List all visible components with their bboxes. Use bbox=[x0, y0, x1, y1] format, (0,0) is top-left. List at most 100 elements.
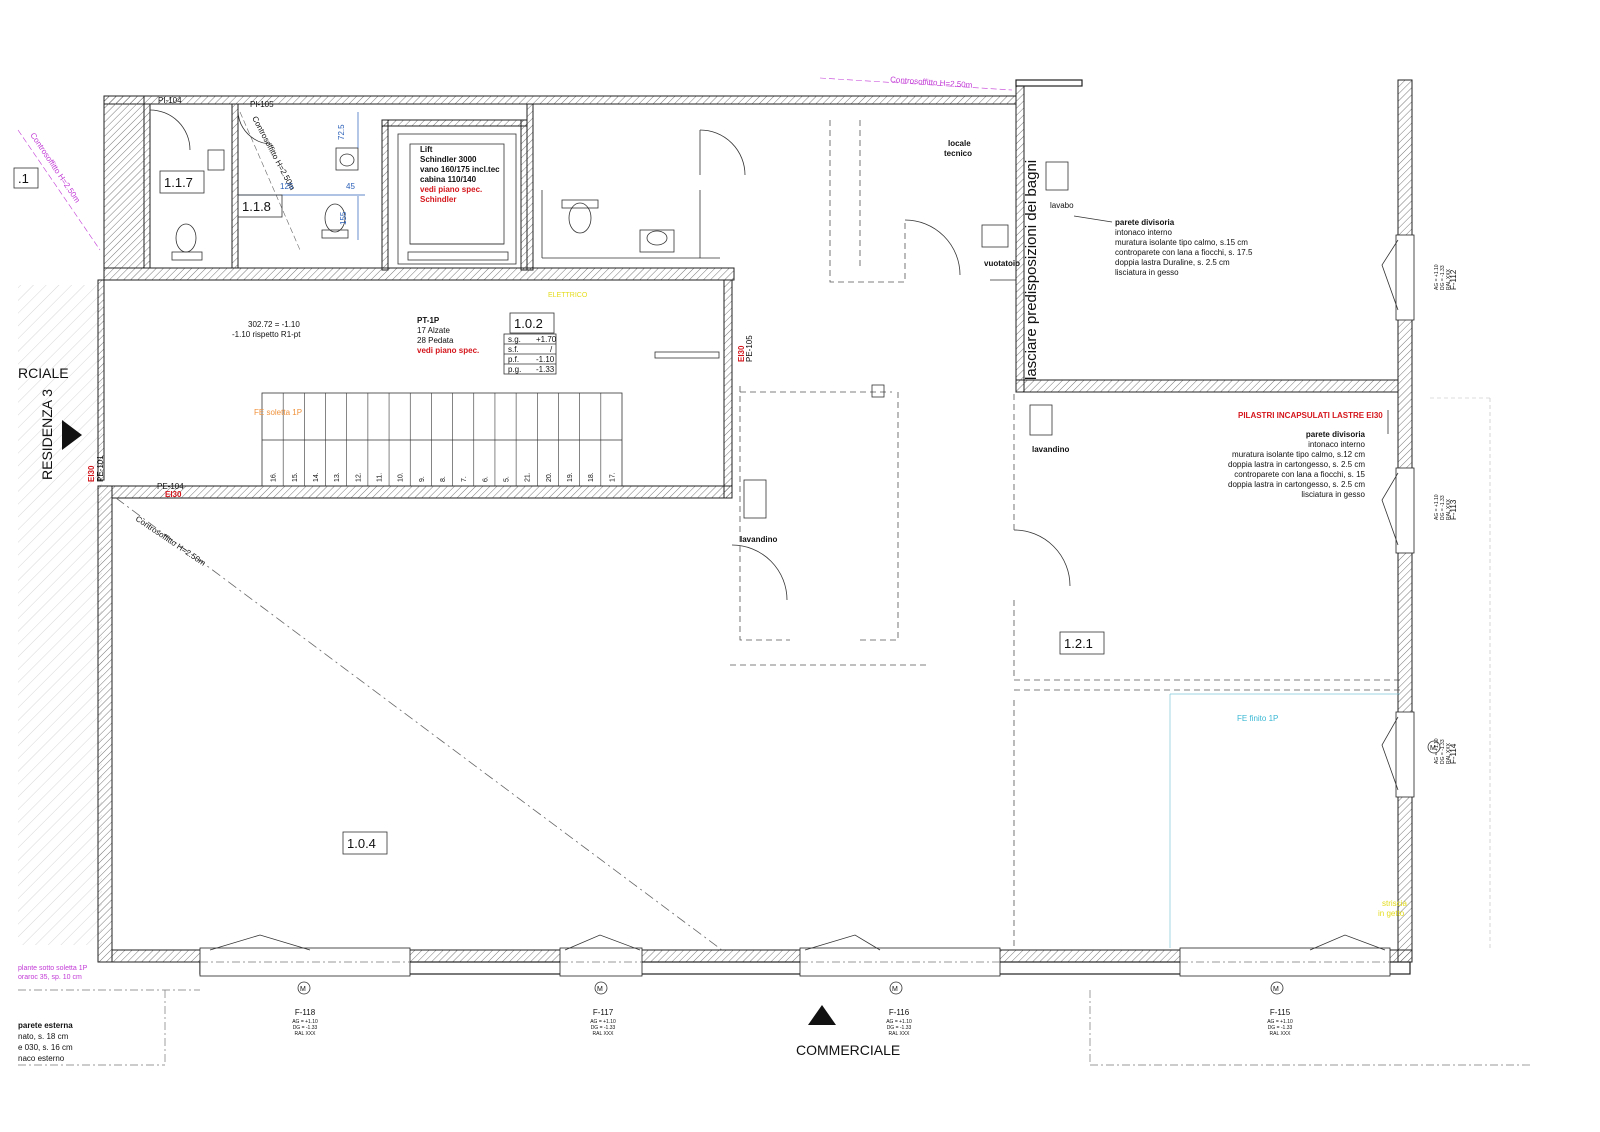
stair-step-number: 16. bbox=[271, 472, 278, 482]
window-f114-dg: DG = -1.33 bbox=[1440, 739, 1446, 764]
door-label-pi104: PI-104 bbox=[158, 96, 182, 105]
stair-step-number: 10. bbox=[398, 472, 405, 482]
motor-label-4: M bbox=[1273, 986, 1279, 993]
motor-label-3: M bbox=[892, 986, 898, 993]
window-f116-id: F-116 bbox=[889, 1008, 910, 1017]
stair-step-number: 21. bbox=[525, 472, 532, 482]
stair-step-number: 11. bbox=[376, 473, 383, 482]
window-tag-f114: F-114 AG = +1.10 DG = -1.33 RAL XXX bbox=[1434, 738, 1458, 764]
window-f117-dg: DG = -1.33 bbox=[591, 1025, 616, 1031]
partition1-line-5: lisciatura in gesso bbox=[1115, 268, 1179, 277]
window-f117-id: F-117 bbox=[593, 1008, 614, 1017]
level-table-k2: s.f. bbox=[508, 345, 519, 354]
label-lavandino-2: lavandino bbox=[740, 535, 777, 544]
partition1-line-1: intonaco interno bbox=[1115, 228, 1172, 237]
window-f113-dg: DG = -1.33 bbox=[1440, 495, 1446, 520]
window-f114-ag: AG = +1.10 bbox=[1434, 738, 1440, 764]
partition1-title: parete divisoria bbox=[1115, 218, 1175, 227]
fire-rating-ei30-c: EI30 bbox=[87, 465, 96, 482]
stair-step-number: 19. bbox=[567, 472, 574, 482]
level-table-k4: p.g. bbox=[508, 365, 521, 374]
window-f114-ral: RAL XXX bbox=[1446, 742, 1452, 764]
window-f112-ral: RAL XXX bbox=[1446, 268, 1452, 290]
window-tag-f118: F-118 AG = +1.10 DG = -1.33 RAL XXX bbox=[292, 1008, 318, 1037]
level-note-1: 302.72 = -1.10 bbox=[248, 320, 300, 329]
staircase bbox=[261, 392, 623, 487]
window-f113-ag: AG = +1.10 bbox=[1434, 494, 1440, 520]
bottom-left-note-1: plante sotto soletta 1P bbox=[18, 965, 88, 972]
partition2-line-1: intonaco interno bbox=[1308, 440, 1365, 449]
stair-step-number: 13. bbox=[334, 472, 341, 482]
window-f116-ag: AG = +1.10 bbox=[886, 1019, 912, 1025]
level-table-v4: -1.33 bbox=[536, 365, 555, 374]
right-room-lines bbox=[1013, 161, 1491, 950]
stair-step-number: 17. bbox=[609, 472, 616, 482]
window-f118-id: F-118 bbox=[295, 1008, 316, 1017]
stair-notes: PT-1P 17 Alzate 28 Pedata vedi piano spe… bbox=[232, 316, 479, 355]
partition2-line-5: doppia lastra in cartongesso, s. 2.5 cm bbox=[1228, 480, 1365, 489]
lift-line-6: Schindler bbox=[420, 195, 456, 204]
window-f112-id: F-112 bbox=[1449, 269, 1458, 290]
external-wall-title: parete esterna bbox=[18, 1021, 73, 1030]
stair-step-number: 9. bbox=[419, 476, 426, 482]
bottom-left-note-2: oraroc 35, sp. 10 cm bbox=[18, 974, 82, 981]
lift-line-4: cabina 110/140 bbox=[420, 175, 477, 184]
partition2-line-4: controparete con lana a fiocchi, s. 15 bbox=[1234, 470, 1365, 479]
lift-shaft bbox=[397, 133, 517, 265]
window-f112-ag: AG = +1.10 bbox=[1434, 264, 1440, 290]
label-fe-soletta: FE soletta 1P bbox=[254, 408, 302, 417]
stair-step-number: 8. bbox=[440, 476, 447, 482]
window-tag-f117: F-117 AG = +1.10 DG = -1.33 RAL XXX bbox=[590, 1008, 616, 1037]
window-f113-id: F-113 bbox=[1449, 499, 1458, 520]
window-tag-f116: F-116 AG = +1.10 DG = -1.33 RAL XXX bbox=[886, 1008, 912, 1037]
partition2-title: parete divisoria bbox=[1306, 430, 1366, 439]
room-1-0-4: 1.0.4 bbox=[347, 836, 376, 851]
window-f115-ag: AG = +1.10 bbox=[1267, 1019, 1293, 1025]
window-f114-id: F-114 bbox=[1449, 743, 1458, 764]
fire-rating-ei30-a: EI30 bbox=[165, 490, 182, 499]
label-lavabo: lavabo bbox=[1050, 201, 1074, 210]
stair-step-number: 15. bbox=[292, 472, 299, 482]
lift-line-3: vano 160/175 incl.tec bbox=[420, 165, 500, 174]
window-f118-ral: RAL XXX bbox=[295, 1031, 317, 1037]
partition1-line-3: controparete con lana a fiocchi, s. 17.5 bbox=[1115, 248, 1253, 257]
door-label-pe105: PE-105 bbox=[745, 335, 754, 362]
ceiling-label-1: Controsoffitto H=2.50m bbox=[250, 115, 297, 192]
motor-label-1: M bbox=[300, 986, 306, 993]
room-1-1-7: 1.1.7 bbox=[164, 175, 193, 190]
room-1-2-1: 1.2.1 bbox=[1064, 636, 1093, 651]
stair-steps: 16.15.14.13.12.11.10.9.8.7.6.5.21.20.19.… bbox=[271, 393, 616, 486]
window-f115-ral: RAL XXX bbox=[1270, 1031, 1292, 1037]
lift-line-1: Lift bbox=[420, 145, 433, 154]
level-table-v3: -1.10 bbox=[536, 355, 555, 364]
striscia-note-2: in getto bbox=[1378, 909, 1405, 918]
door-label-pi105: PI-105 bbox=[250, 100, 274, 109]
level-table bbox=[503, 333, 557, 375]
partition-note-1: parete divisoria intonaco interno muratu… bbox=[1073, 215, 1253, 277]
stair-step-number: 7. bbox=[461, 476, 468, 482]
label-tecnico: tecnico bbox=[944, 149, 972, 158]
stair-note-4: vedi piano spec. bbox=[417, 346, 479, 355]
dim-155: 155 bbox=[339, 211, 348, 225]
window-f116-dg: DG = -1.33 bbox=[887, 1025, 912, 1031]
void-diagonal bbox=[115, 497, 723, 951]
window-f117-ag: AG = +1.10 bbox=[590, 1019, 616, 1025]
bathroom-fixtures bbox=[149, 109, 746, 261]
lift-line-5: vedi piano spec. bbox=[420, 185, 482, 194]
label-rciale: RCIALE bbox=[18, 365, 69, 381]
external-wall-line-1: nato, s. 18 cm bbox=[18, 1032, 69, 1041]
motor-label-2: M bbox=[597, 986, 603, 993]
level-note-2: -1.10 rispetto R1-pt bbox=[232, 330, 301, 339]
ceiling-label-2: Controsoffitto H=2.50m bbox=[134, 514, 208, 568]
partition-note-2: parete divisoria intonaco interno muratu… bbox=[1228, 410, 1389, 499]
level-table-v1: +1.70 bbox=[536, 335, 557, 344]
outer-envelope bbox=[18, 989, 1530, 1066]
label-vuotatoio: vuotatoio bbox=[984, 259, 1020, 268]
motor-label-5: M bbox=[1430, 745, 1436, 752]
room-1-0-2: 1.0.2 bbox=[514, 316, 543, 331]
external-wall-line-2: e 030, s. 16 cm bbox=[18, 1043, 73, 1052]
right-window-openings bbox=[1381, 234, 1415, 798]
room-1-1-8: 1.1.8 bbox=[242, 199, 271, 214]
label-elettrico: ELETTRICO bbox=[548, 292, 588, 299]
level-table-text: s.g. +1.70 s.f. / p.f. -1.10 p.g. -1.33 bbox=[508, 335, 557, 374]
